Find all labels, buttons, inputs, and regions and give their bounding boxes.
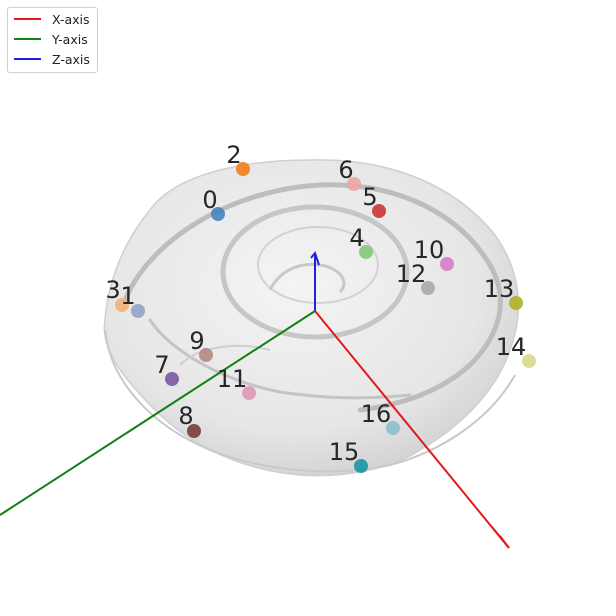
axes xyxy=(0,250,510,549)
point-4-label: 4 xyxy=(349,224,364,252)
point-9-label: 9 xyxy=(189,327,204,355)
legend-label: Y-axis xyxy=(52,31,88,47)
point-0-label: 0 xyxy=(202,186,217,214)
point-9-marker xyxy=(199,348,213,362)
z-axis-swatch xyxy=(14,58,41,60)
point-0-marker xyxy=(211,207,225,221)
point-7-marker xyxy=(165,372,179,386)
point-15-marker xyxy=(354,459,368,473)
point-12-marker xyxy=(421,281,435,295)
legend-item-x-axis: X-axis xyxy=(14,10,90,28)
point-15-label: 15 xyxy=(329,438,360,466)
point-10-marker xyxy=(440,257,454,271)
point-5-marker xyxy=(372,204,386,218)
point-13-label: 13 xyxy=(484,275,515,303)
point-1-marker xyxy=(131,304,145,318)
point-7-label: 7 xyxy=(154,351,169,379)
point-16-label: 16 xyxy=(361,400,392,428)
x-axis-arrowhead xyxy=(491,526,510,549)
point-14-label: 14 xyxy=(496,333,527,361)
y-axis-swatch xyxy=(14,38,41,40)
legend-item-z-axis: Z-axis xyxy=(14,50,90,68)
point-6-marker xyxy=(347,177,361,191)
z-axis-arrowhead xyxy=(310,250,320,266)
point-11-marker xyxy=(242,386,256,400)
y-axis-line xyxy=(0,310,316,516)
point-1-label: 1 xyxy=(120,282,135,310)
legend-label: Z-axis xyxy=(52,51,90,67)
point-16-marker xyxy=(386,421,400,435)
point-8-label: 8 xyxy=(178,402,193,430)
point-2-label: 2 xyxy=(226,141,241,169)
point-6-label: 6 xyxy=(338,156,353,184)
point-3-marker xyxy=(115,298,129,312)
point-4-marker xyxy=(359,245,373,259)
point-5-label: 5 xyxy=(362,183,377,211)
point-3-label: 3 xyxy=(105,276,120,304)
point-12-label: 12 xyxy=(396,260,427,288)
point-2-marker xyxy=(236,162,250,176)
point-10-label: 10 xyxy=(414,236,445,264)
point-8-marker xyxy=(187,424,201,438)
shell-surface xyxy=(103,159,520,477)
legend-item-y-axis: Y-axis xyxy=(14,30,88,48)
legend: X-axis Y-axis Z-axis xyxy=(7,7,98,73)
point-14-marker xyxy=(522,354,536,368)
legend-label: X-axis xyxy=(52,11,90,27)
x-axis-swatch xyxy=(14,18,41,20)
x-axis-line xyxy=(314,310,510,549)
point-13-marker xyxy=(509,296,523,310)
point-11-label: 11 xyxy=(217,365,248,393)
